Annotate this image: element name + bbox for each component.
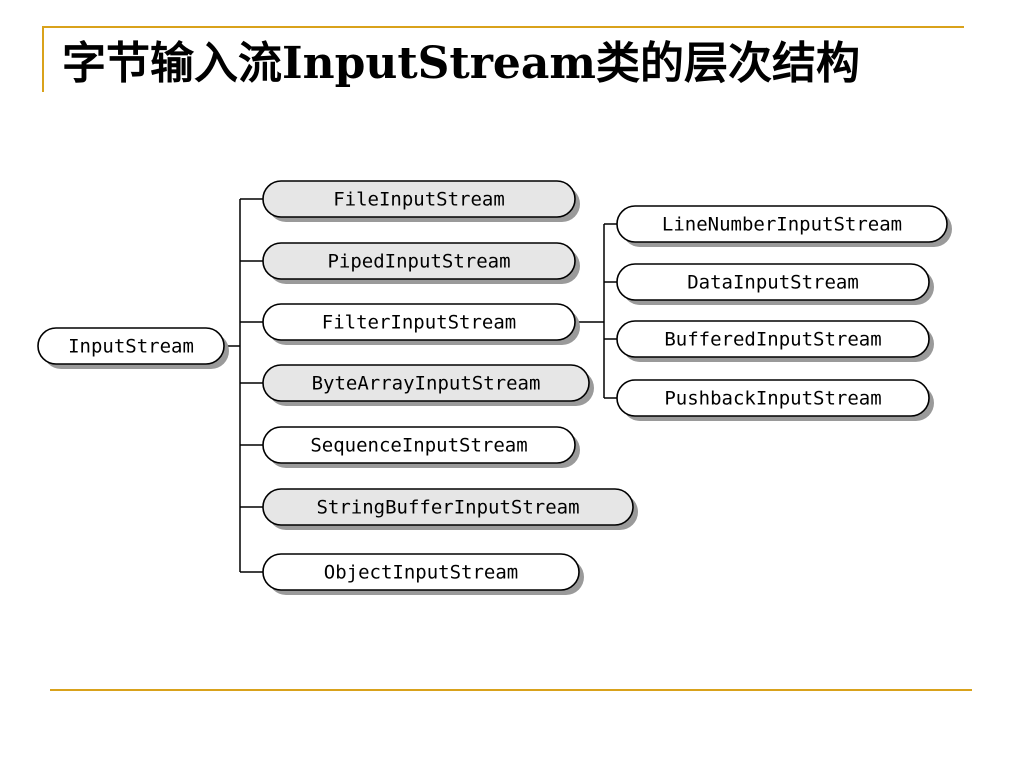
node-body [262,242,576,280]
node-body [262,553,580,591]
node-label: BufferedInputStream [664,329,881,351]
node-datainputstream: DataInputStream [616,263,934,305]
bottom-rule [50,689,972,691]
connector-lines [224,198,617,573]
node-label: FilterInputStream [322,312,516,334]
node-body [616,379,930,417]
slide-title: 字节输入流InputStream类的层次结构 [62,38,860,89]
node-label: LineNumberInputStream [662,214,902,236]
node-bufferedinputstream: BufferedInputStream [616,320,934,362]
node-label: SequenceInputStream [310,435,527,457]
node-body [616,263,930,301]
node-body [262,180,576,218]
node-body [262,364,590,402]
node-inputstream: InputStream [37,327,229,369]
node-stringbufferinputstream: StringBufferInputStream [262,488,638,530]
node-body [616,320,930,358]
node-body [262,303,576,341]
node-linenumberinputstream: LineNumberInputStream [616,205,952,247]
node-body [262,426,576,464]
node-filterinputstream: FilterInputStream [262,303,580,345]
node-label: InputStream [68,336,194,358]
node-label: PipedInputStream [327,251,510,273]
title-left-rule [42,26,44,92]
node-objectinputstream: ObjectInputStream [262,553,584,595]
node-body [262,488,634,526]
node-sequenceinputstream: SequenceInputStream [262,426,580,468]
node-label: ObjectInputStream [324,562,518,584]
node-label: PushbackInputStream [664,388,881,410]
node-label: FileInputStream [333,189,505,211]
title-top-rule [42,26,964,28]
node-label: ByteArrayInputStream [312,373,541,395]
node-body [37,327,225,365]
node-bytearrayinputstream: ByteArrayInputStream [262,364,594,406]
class-nodes: InputStream FileInputStreamPipedInputStre… [37,180,952,595]
node-pushbackinputstream: PushbackInputStream [616,379,934,421]
node-label: DataInputStream [687,272,859,294]
node-body [616,205,948,243]
node-fileinputstream: FileInputStream [262,180,580,222]
node-pipedinputstream: PipedInputStream [262,242,580,284]
node-label: StringBufferInputStream [316,497,579,519]
